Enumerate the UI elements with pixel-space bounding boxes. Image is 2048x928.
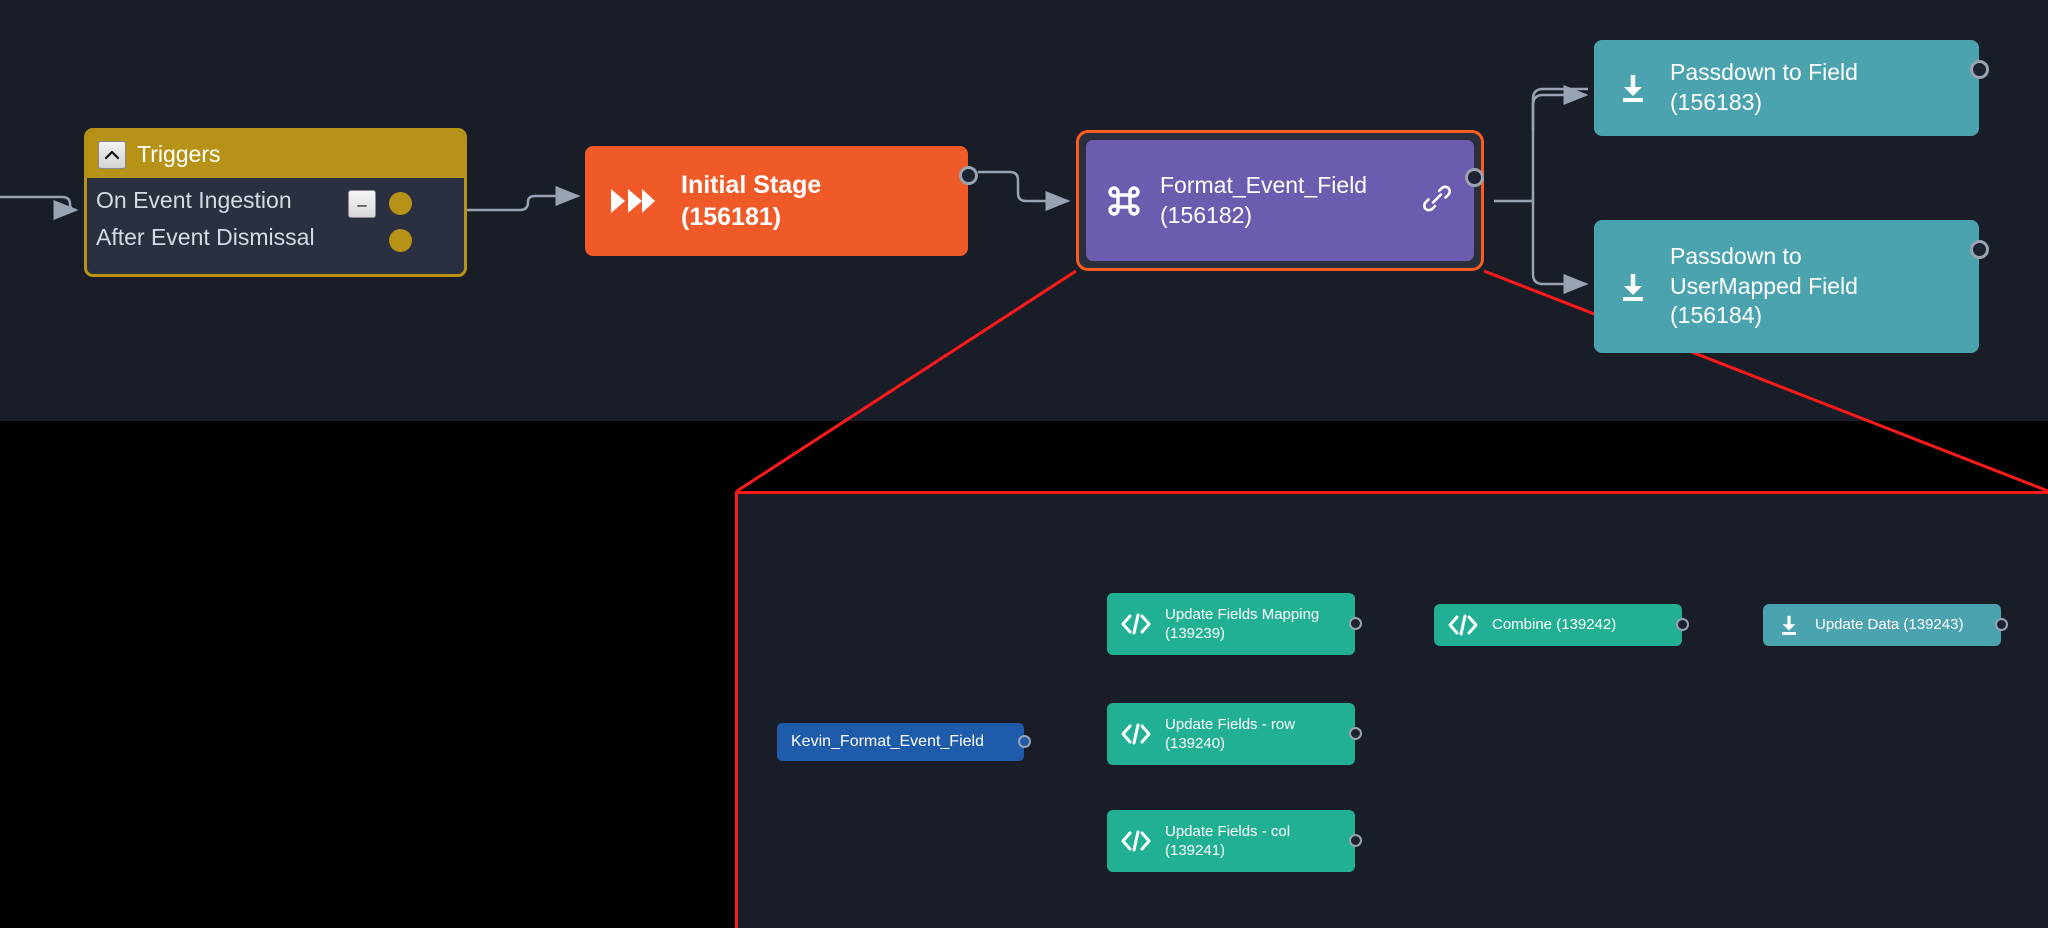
node-passdown-to-usermapped-field-label: Passdown to UserMapped Field (156184) xyxy=(1670,242,1858,332)
node-passdown-to-field-label: Passdown to Field (156183) xyxy=(1670,58,1858,118)
node-name: Format_Event_Field xyxy=(1160,171,1368,198)
trigger-row-after-event-dismissal[interactable]: After Event Dismissal xyxy=(96,219,464,256)
node-name: Initial Stage xyxy=(681,170,822,199)
chevron-up-icon[interactable] xyxy=(98,140,126,169)
link-icon[interactable] xyxy=(1422,183,1452,218)
double-chevron-right-icon xyxy=(609,186,657,216)
triggers-body: On Event Ingestion After Event Dismissal… xyxy=(87,178,464,274)
node-name: Passdown to UserMapped Field xyxy=(1670,242,1858,299)
detail-zoom-panel xyxy=(735,491,2048,928)
node-kevin-output-port[interactable] xyxy=(1018,735,1031,748)
node-update-fields-mapping-output-port[interactable] xyxy=(1349,617,1362,630)
code-glyph xyxy=(1448,614,1478,636)
node-format-event-field-selection[interactable]: Format_Event_Field (156182) xyxy=(1076,130,1484,271)
node-update-data[interactable]: Update Data (139243) xyxy=(1763,604,2008,646)
code-icon xyxy=(1121,613,1151,635)
link-glyph xyxy=(1423,185,1451,211)
node-update-fields-row-label: Update Fields - row (139240) xyxy=(1165,715,1295,754)
chevron-up-glyph xyxy=(105,150,119,159)
node-id: (156182) xyxy=(1160,201,1253,228)
download-glyph xyxy=(1781,615,1797,635)
node-format-event-field-label: Format_Event_Field (156182) xyxy=(1160,171,1367,231)
node-update-fields-col-output-port[interactable] xyxy=(1349,834,1362,847)
collapse-minus-button[interactable]: – xyxy=(348,190,376,218)
triggers-header[interactable]: Triggers xyxy=(87,131,464,178)
node-update-data-output-port[interactable] xyxy=(1995,618,2008,631)
node-update-fields-mapping[interactable]: Update Fields Mapping (139239) xyxy=(1107,593,1362,655)
node-combine-label: Combine (139242) xyxy=(1492,616,1617,634)
node-update-data-label: Update Data (139243) xyxy=(1815,616,1964,634)
triggers-title: Triggers xyxy=(137,141,221,167)
download-icon xyxy=(1616,270,1650,304)
double-chevron-glyph xyxy=(611,189,655,213)
node-passdown-to-field-output-port[interactable] xyxy=(1970,60,1989,79)
node-passdown-to-usermapped-field-output-port[interactable] xyxy=(1970,240,1989,259)
trigger-label: After Event Dismissal xyxy=(96,224,315,250)
command-glyph xyxy=(1108,185,1140,216)
download-glyph xyxy=(1623,75,1643,102)
code-icon xyxy=(1121,830,1151,852)
node-format-event-field[interactable]: Format_Event_Field (156182) xyxy=(1086,140,1484,261)
node-kevin-format-event-field-label: Kevin_Format_Event_Field xyxy=(791,732,984,750)
trigger-output-port-2[interactable] xyxy=(389,229,412,252)
node-kevin-format-event-field[interactable]: Kevin_Format_Event_Field xyxy=(777,723,1031,761)
node-name: Update Fields - col xyxy=(1165,822,1291,840)
node-name: Update Fields Mapping xyxy=(1165,605,1320,623)
node-update-fields-col[interactable]: Update Fields - col (139241) xyxy=(1107,810,1362,872)
node-combine[interactable]: Combine (139242) xyxy=(1434,604,1689,646)
code-glyph xyxy=(1121,613,1151,635)
node-passdown-to-usermapped-field[interactable]: Passdown to UserMapped Field (156184) xyxy=(1594,220,1989,353)
node-update-fields-row-output-port[interactable] xyxy=(1349,727,1362,740)
node-update-fields-mapping-label: Update Fields Mapping (139239) xyxy=(1165,605,1319,644)
node-passdown-to-field[interactable]: Passdown to Field (156183) xyxy=(1594,40,1989,136)
node-id: (139240) xyxy=(1165,735,1226,752)
trigger-row-on-event-ingestion[interactable]: On Event Ingestion xyxy=(96,182,464,219)
download-icon xyxy=(1777,613,1801,637)
node-initial-stage-output-port[interactable] xyxy=(959,166,978,185)
node-format-event-field-output-port[interactable] xyxy=(1465,168,1484,187)
node-name: Update Fields - row xyxy=(1165,715,1296,733)
download-icon xyxy=(1616,71,1650,105)
node-update-fields-row[interactable]: Update Fields - row (139240) xyxy=(1107,703,1362,765)
node-name: Passdown to Field xyxy=(1670,59,1858,86)
download-glyph xyxy=(1623,273,1643,301)
node-combine-output-port[interactable] xyxy=(1676,618,1689,631)
node-id: (139241) xyxy=(1165,842,1226,859)
code-icon xyxy=(1121,723,1151,745)
node-id: (156183) xyxy=(1670,89,1763,115)
code-icon xyxy=(1448,614,1478,636)
node-initial-stage-label: Initial Stage (156181) xyxy=(681,169,821,234)
node-id: (139239) xyxy=(1165,625,1226,642)
trigger-label: On Event Ingestion xyxy=(96,187,292,213)
command-icon xyxy=(1106,183,1142,219)
node-triggers[interactable]: Triggers On Event Ingestion After Event … xyxy=(84,128,467,277)
code-glyph xyxy=(1121,723,1151,745)
code-glyph xyxy=(1121,830,1151,852)
node-id: (156181) xyxy=(681,203,782,231)
node-id: (156184) xyxy=(1670,302,1763,329)
trigger-output-port-1[interactable] xyxy=(389,192,412,215)
node-update-fields-col-label: Update Fields - col (139241) xyxy=(1165,822,1290,861)
node-initial-stage[interactable]: Initial Stage (156181) xyxy=(585,146,978,256)
